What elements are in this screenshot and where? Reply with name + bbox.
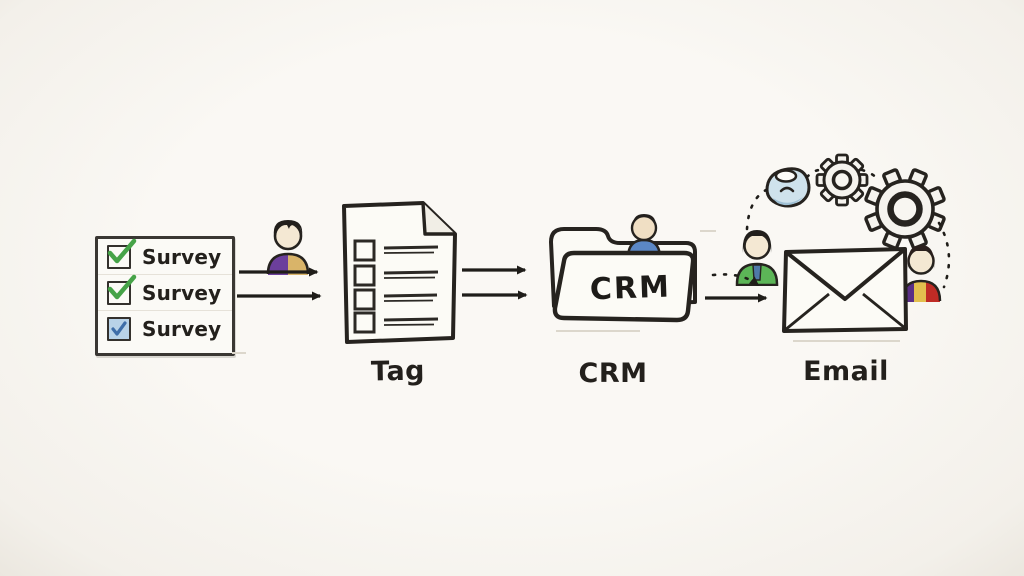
envelope-flap bbox=[784, 247, 907, 301]
person-icon bbox=[735, 230, 779, 286]
person-hair bbox=[632, 214, 657, 228]
person-hair bbox=[273, 220, 303, 236]
envelope-icon bbox=[782, 247, 908, 333]
crm-step-label: CRM bbox=[578, 358, 648, 389]
blob-squiggle bbox=[779, 186, 795, 193]
survey-item-label: Survey bbox=[142, 280, 222, 305]
person-tie bbox=[752, 264, 762, 281]
page-fold-corner bbox=[421, 202, 455, 236]
checkmark-stroke bbox=[111, 321, 127, 336]
person-shirt-mid bbox=[914, 281, 926, 302]
blue-checkmark-icon bbox=[111, 321, 127, 336]
folder-text: CRM bbox=[589, 270, 671, 308]
survey-item-label: Survey bbox=[142, 244, 222, 269]
survey-row: Survey bbox=[98, 274, 232, 311]
email-step-label: Email bbox=[803, 356, 889, 387]
gear-hole bbox=[831, 169, 853, 191]
envelope-fold-left bbox=[784, 292, 830, 332]
checkbox-checked-icon bbox=[107, 274, 137, 305]
folder-front bbox=[552, 250, 696, 323]
gear-icon bbox=[815, 153, 869, 207]
gear-icon bbox=[864, 168, 946, 250]
survey-item-label: Survey bbox=[142, 317, 222, 341]
person-outline bbox=[266, 252, 310, 275]
person-hair bbox=[742, 230, 772, 253]
person-icon bbox=[266, 220, 310, 275]
blob-shadow bbox=[773, 197, 803, 206]
survey-row: Survey bbox=[98, 311, 232, 347]
survey-checklist-panel: Survey Survey Survey bbox=[95, 236, 235, 356]
checklist-page-icon bbox=[342, 201, 457, 344]
checkmark-stroke bbox=[107, 238, 137, 263]
survey-row: Survey bbox=[98, 238, 232, 275]
blob-highlight bbox=[774, 169, 798, 183]
tag-step-label: Tag bbox=[370, 355, 426, 388]
checkbox-checked-icon bbox=[107, 238, 137, 269]
checkmark-stroke bbox=[107, 274, 137, 299]
envelope-body bbox=[782, 247, 908, 333]
envelope-fold-right bbox=[862, 292, 906, 330]
blob-icon bbox=[765, 167, 811, 208]
folder-icon: CRM bbox=[549, 214, 697, 323]
person-shirt-right bbox=[926, 281, 940, 302]
gear-hole bbox=[887, 191, 923, 227]
green-checkmark-icon bbox=[107, 274, 137, 299]
green-checkmark-icon bbox=[107, 238, 137, 263]
person-face bbox=[630, 214, 658, 242]
person-hair bbox=[907, 245, 935, 269]
checkbox-blue-filled-icon bbox=[107, 317, 131, 341]
page-checklist-rows bbox=[353, 239, 439, 334]
